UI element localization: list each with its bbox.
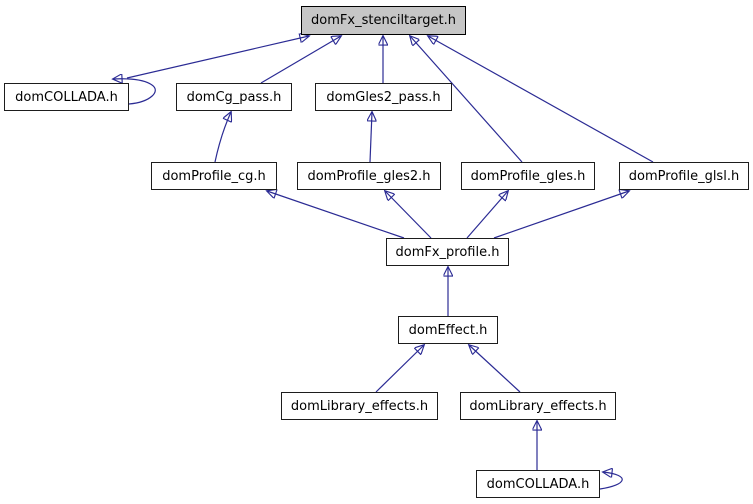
node-domlibrary-effects-left[interactable]: domLibrary_effects.h [281, 392, 438, 420]
edge-domfx-profile-to-domprofile-glsl [493, 191, 629, 239]
self-loop-domcollada-bottom [599, 472, 623, 490]
edge-domprofile-glsl-to-domfx-stenciltarget [428, 36, 654, 163]
node-domfx-stenciltarget: domFx_stenciltarget.h [301, 6, 466, 35]
node-domeffect[interactable]: domEffect.h [398, 316, 498, 344]
edge-domprofile-gles2-to-domgles2-pass [370, 112, 372, 163]
node-domprofile-glsl[interactable]: domProfile_glsl.h [619, 162, 749, 190]
edge-domprofile-gles-to-domfx-stenciltarget [410, 36, 523, 163]
edge-domcg-pass-to-domfx-stenciltarget [260, 36, 341, 84]
node-domfx-profile[interactable]: domFx_profile.h [386, 238, 509, 266]
edge-domlibrary-effects-left-to-domeffect [375, 345, 424, 393]
node-domprofile-cg[interactable]: domProfile_cg.h [151, 162, 277, 190]
edge-domfx-profile-to-domprofile-gles2 [385, 191, 432, 239]
node-domprofile-gles[interactable]: domProfile_gles.h [461, 162, 595, 190]
self-loop-domcollada-top [113, 79, 156, 105]
node-domgles2-pass[interactable]: domGles2_pass.h [315, 83, 452, 111]
node-domcollada-top[interactable]: domCOLLADA.h [4, 83, 129, 111]
node-domcg-pass[interactable]: domCg_pass.h [176, 83, 292, 111]
edge-domlibrary-effects-right-to-domeffect [469, 345, 521, 393]
edge-domcollada-top-to-domfx-stenciltarget [126, 36, 309, 79]
node-domcollada-bottom[interactable]: domCOLLADA.h [476, 470, 600, 498]
edge-domprofile-cg-to-domcg-pass [214, 112, 231, 163]
node-domlibrary-effects-right[interactable]: domLibrary_effects.h [460, 392, 616, 420]
edge-domfx-profile-to-domprofile-gles [466, 191, 508, 239]
node-domprofile-gles2[interactable]: domProfile_gles2.h [297, 162, 441, 190]
edge-domfx-profile-to-domprofile-cg [267, 191, 405, 239]
